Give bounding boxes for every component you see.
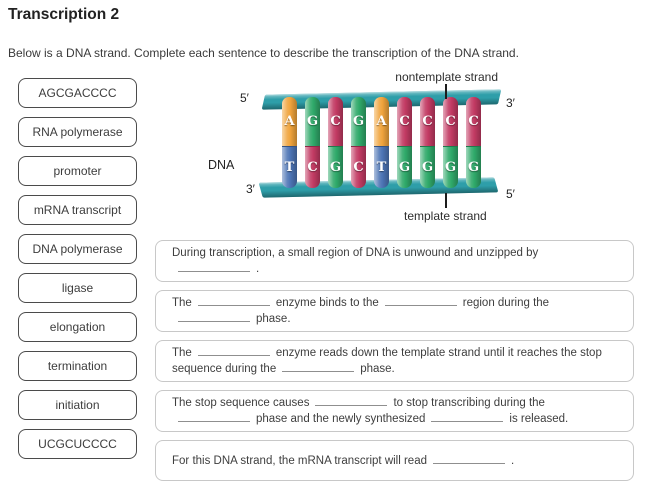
top-base-C: C: [328, 97, 343, 146]
sentence-text: For this DNA strand, the mRNA transcript…: [172, 454, 515, 467]
top-base-C: C: [420, 97, 435, 146]
answer-blank[interactable]: [197, 296, 270, 306]
nontemplate-pointer-line: [445, 84, 447, 99]
answer-blank[interactable]: [433, 454, 505, 464]
word-chip[interactable]: ligase: [18, 273, 137, 303]
word-chip[interactable]: UCGCUCCCC: [18, 429, 137, 459]
base-letter: A: [284, 114, 295, 129]
base-letter: G: [444, 160, 457, 175]
template-pointer-line: [445, 193, 447, 208]
top-base-G: G: [351, 97, 366, 146]
answer-blank[interactable]: [197, 346, 270, 356]
base-letter: G: [398, 160, 411, 175]
bottom-base-G: G: [420, 146, 435, 188]
three-prime-bottom-left-label: 3′: [246, 182, 255, 196]
sentence-box: During transcription, a small region of …: [155, 240, 634, 282]
base-letter: G: [329, 160, 342, 175]
sentence-box: For this DNA strand, the mRNA transcript…: [155, 440, 634, 481]
sentence-list: During transcription, a small region of …: [155, 240, 634, 481]
top-base-C: C: [397, 97, 412, 146]
word-chip[interactable]: RNA polymerase: [18, 117, 137, 147]
base-letter: C: [307, 160, 318, 175]
instruction-text: Below is a DNA strand. Complete each sen…: [8, 46, 519, 60]
base-letter: C: [422, 114, 433, 129]
bottom-base-C: C: [351, 146, 366, 188]
word-chip[interactable]: termination: [18, 351, 137, 381]
answer-blank[interactable]: [178, 312, 250, 322]
answer-blank[interactable]: [384, 296, 457, 306]
top-base-A: A: [374, 97, 389, 146]
word-chip[interactable]: initiation: [18, 390, 137, 420]
answer-blank[interactable]: [282, 362, 355, 372]
bottom-base-T: T: [282, 146, 297, 188]
top-base-C: C: [466, 97, 481, 146]
bottom-base-G: G: [328, 146, 343, 188]
base-letter: C: [445, 114, 456, 129]
bottom-base-G: G: [397, 146, 412, 188]
base-letter: A: [376, 114, 387, 129]
base-letter: G: [421, 160, 434, 175]
template-strand-label: template strand: [404, 209, 487, 223]
bottom-base-C: C: [305, 146, 320, 188]
answer-blank[interactable]: [431, 412, 504, 422]
answer-blank[interactable]: [178, 262, 250, 272]
word-chip[interactable]: promoter: [18, 156, 137, 186]
bottom-base-G: G: [466, 146, 481, 188]
top-base-C: C: [443, 97, 458, 146]
three-prime-top-right-label: 3′: [506, 96, 515, 110]
answer-blank[interactable]: [178, 412, 250, 422]
base-letter: C: [353, 160, 364, 175]
top-base-G: G: [305, 97, 320, 146]
base-letter: C: [330, 114, 341, 129]
bottom-base-G: G: [443, 146, 458, 188]
word-bank: AGCGACCCC RNA polymerase promoter mRNA tran…: [18, 78, 137, 459]
five-prime-bottom-right-label: 5′: [506, 187, 515, 201]
word-chip[interactable]: elongation: [18, 312, 137, 342]
base-letter: G: [467, 160, 480, 175]
bottom-base-T: T: [374, 146, 389, 188]
base-letter: G: [306, 114, 319, 129]
five-prime-top-left-label: 5′: [240, 91, 249, 105]
page-title: Transcription 2: [8, 6, 120, 23]
base-letter: G: [352, 114, 365, 129]
base-letter: C: [468, 114, 479, 129]
word-chip[interactable]: DNA polymerase: [18, 234, 137, 264]
top-base-A: A: [282, 97, 297, 146]
base-letter: T: [284, 160, 295, 175]
dna-label: DNA: [208, 158, 235, 172]
answer-blank[interactable]: [315, 396, 388, 406]
base-letter: C: [399, 114, 410, 129]
nontemplate-strand-label: nontemplate strand: [395, 70, 498, 84]
word-chip[interactable]: mRNA transcript: [18, 195, 137, 225]
word-chip[interactable]: AGCGACCCC: [18, 78, 137, 108]
base-letter: T: [376, 160, 387, 175]
sentence-text: During transcription, a small region of …: [172, 247, 539, 275]
